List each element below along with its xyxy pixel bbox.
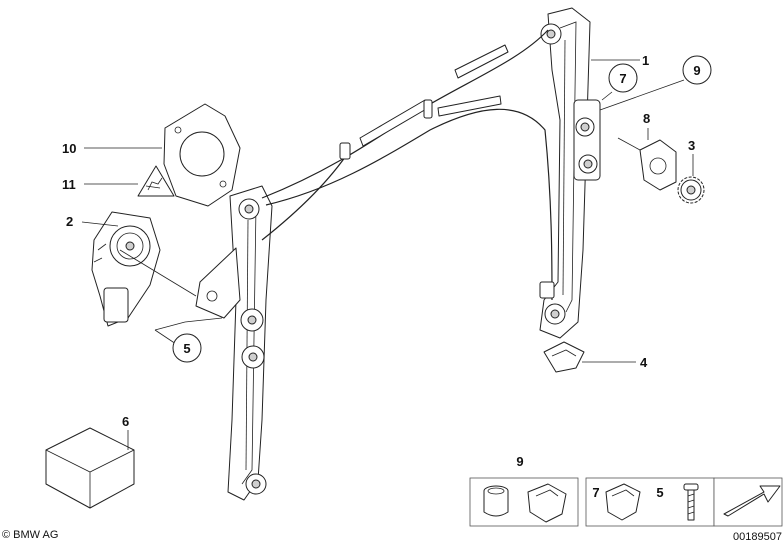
kit-right-label-7: 7 — [592, 485, 599, 500]
repair-kit-box — [45, 427, 135, 509]
direction-arrow — [723, 485, 781, 517]
callout-labels: 1 2 3 4 6 8 10 11 5 7 9 — [62, 53, 712, 429]
retaining-washer — [617, 137, 677, 191]
callout-9: 9 — [693, 63, 700, 78]
callout-7: 7 — [619, 71, 626, 86]
window-regulator-assembly — [195, 7, 601, 501]
kit-panel-right: 7 5 — [585, 477, 783, 527]
callout-8: 8 — [643, 111, 650, 126]
leader-lines — [81, 59, 694, 450]
kit-right-label-5: 5 — [656, 485, 663, 500]
callout-6: 6 — [122, 414, 129, 429]
warning-label — [137, 165, 175, 197]
callout-3: 3 — [688, 138, 695, 153]
callout-1: 1 — [642, 53, 649, 68]
callout-ring-9 — [682, 55, 712, 85]
kit-panel-left: 9 — [469, 454, 579, 527]
plug-cap — [483, 485, 509, 517]
screw — [683, 483, 699, 521]
clip-part — [527, 483, 567, 523]
callout-ring-5 — [172, 333, 202, 363]
callout-2: 2 — [66, 214, 73, 229]
callout-5: 5 — [183, 341, 190, 356]
window-lift-motor — [91, 211, 161, 327]
callout-4: 4 — [640, 355, 648, 370]
slider-clip — [605, 483, 641, 521]
kit-left-label: 9 — [516, 454, 523, 469]
rail-clip — [543, 341, 585, 373]
diagram-number: 00189507 — [733, 531, 782, 543]
callout-11: 11 — [62, 177, 76, 192]
callout-10: 10 — [62, 141, 76, 156]
copyright-brand: © BMW AG — [2, 529, 58, 541]
sprocket-wheel — [677, 176, 705, 204]
gasket — [163, 103, 241, 207]
callout-ring-7 — [608, 63, 638, 93]
